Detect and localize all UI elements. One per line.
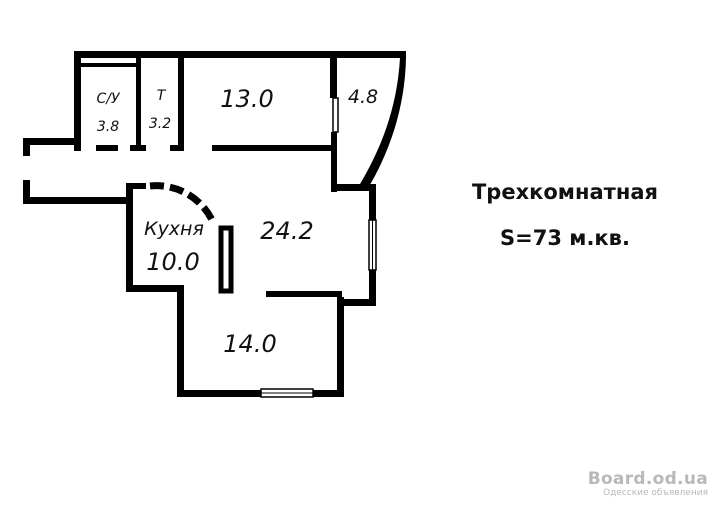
bathroom-top-wall bbox=[81, 63, 136, 67]
bathroom-label: С/У bbox=[96, 91, 120, 107]
room-labels: С/У 3.8 Т 3.2 13.0 4.8 Кухня 10.0 24.2 1… bbox=[96, 85, 378, 358]
room1-area: 13.0 bbox=[220, 85, 273, 113]
entrance-jamb-bottom bbox=[23, 180, 30, 204]
room3-left-wall bbox=[177, 285, 184, 397]
living-top-right-wall bbox=[331, 184, 376, 191]
watermark-site: Board.od.ua bbox=[587, 469, 708, 489]
balcony-area: 4.8 bbox=[348, 86, 378, 108]
watermark: Board.od.ua Одесские объявления bbox=[588, 469, 708, 498]
toilet-area: 3.2 bbox=[149, 116, 171, 132]
room3-right-wall bbox=[337, 297, 344, 397]
living-right-wall-upper bbox=[369, 184, 376, 220]
room1-right-wall-lower bbox=[331, 132, 337, 192]
kitchen-bottom-wall bbox=[126, 285, 184, 292]
room3-area: 14.0 bbox=[223, 330, 276, 358]
apartment-area: S=73 м.кв. bbox=[500, 226, 630, 250]
kitchen-partition bbox=[218, 225, 234, 294]
room1-right-wall-upper bbox=[330, 58, 337, 98]
kitchen-left-wall bbox=[126, 183, 133, 289]
kitchen-label: Кухня bbox=[144, 218, 204, 240]
watermark-tagline: Одесские объявления bbox=[603, 488, 708, 498]
outer-wall-top bbox=[74, 51, 406, 58]
corridor-wall-b bbox=[23, 197, 130, 204]
toilet-label: Т bbox=[157, 88, 167, 104]
balcony-window bbox=[332, 97, 339, 133]
outer-wall-left-upper bbox=[74, 51, 81, 151]
toilet-door-left bbox=[130, 145, 146, 151]
apartment-info: Трехкомнатная S=73 м.кв. bbox=[430, 180, 700, 250]
room1-bottom-wall bbox=[212, 145, 336, 151]
bathroom-toilet-partition bbox=[136, 58, 141, 151]
bathroom-door-left bbox=[96, 145, 118, 151]
toilet-room-partition bbox=[178, 58, 184, 151]
kitchen-top-stub bbox=[126, 183, 146, 189]
toilet-door-right bbox=[170, 145, 184, 151]
room3-top-wall bbox=[266, 291, 342, 297]
balcony-curved-wall bbox=[360, 58, 406, 188]
living-right-wall-lower bbox=[369, 270, 376, 306]
apartment-type: Трехкомнатная bbox=[471, 180, 658, 204]
bathroom-area: 3.8 bbox=[97, 119, 119, 135]
corridor-wall-a bbox=[23, 138, 81, 145]
living-bottom-right-wall bbox=[337, 299, 376, 306]
room3-bottom-wall-right bbox=[313, 390, 344, 397]
entrance-jamb-top bbox=[23, 138, 30, 156]
walls bbox=[23, 51, 406, 398]
room3-bottom-wall-left bbox=[177, 390, 261, 397]
kitchen-area: 10.0 bbox=[146, 248, 199, 276]
living-area: 24.2 bbox=[260, 217, 313, 245]
kitchen-door-arc bbox=[149, 182, 216, 222]
